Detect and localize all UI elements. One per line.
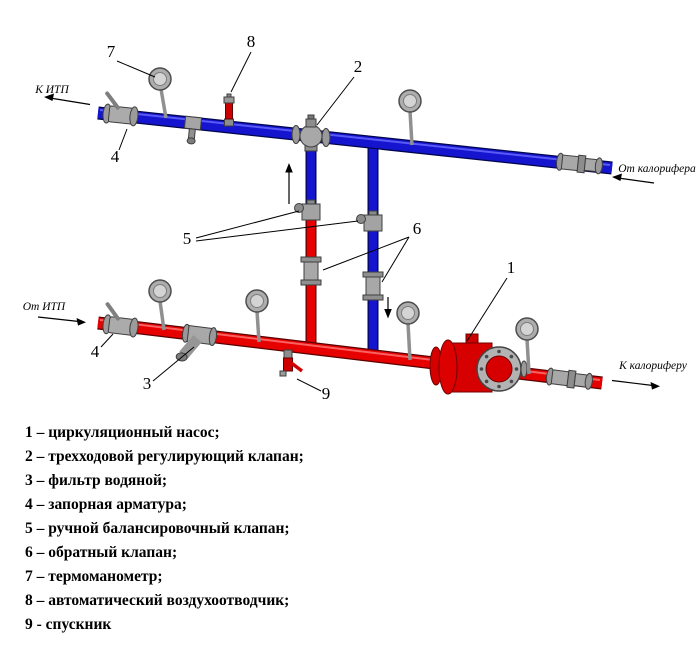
pipe-fitting — [183, 115, 203, 145]
callout-9: 9 — [322, 384, 331, 403]
callout-4-bottom: 4 — [91, 342, 100, 361]
leader-lines — [100, 51, 508, 392]
callout-1: 1 — [507, 258, 516, 277]
coupling-supply-right — [545, 367, 594, 391]
strainer-filter — [175, 323, 218, 362]
legend-item-3: 3 – фильтр водяной; — [25, 472, 168, 489]
legend-item-1: 1 – циркуляционный насос; — [25, 424, 220, 441]
callout-3: 3 — [143, 374, 152, 393]
flow-label-from-heater: От калорифера — [618, 163, 696, 175]
check-valve-right — [362, 271, 384, 301]
callout-8: 8 — [247, 32, 256, 51]
legend-item-7: 7 – термоманометр; — [25, 568, 163, 585]
thermomanometer-gauge-1 — [148, 67, 172, 91]
flow-label-to-itp: К ИТП — [34, 84, 69, 96]
thermomanometer-gauge-6 — [515, 317, 539, 341]
coupling-return-right — [555, 152, 604, 176]
three-way-valve — [291, 114, 331, 152]
thermomanometer-gauge-4 — [245, 289, 269, 313]
air-vent — [223, 93, 235, 127]
thermomanometer-gauge-3 — [148, 279, 172, 303]
thermomanometer-gauge-2 — [398, 89, 422, 113]
shutoff-valve-supply-left — [99, 301, 143, 340]
legend-item-8: 8 – автоматический воздухоотводчик; — [25, 592, 290, 609]
flow-label-from-itp: От ИТП — [23, 301, 66, 313]
shutoff-valve-return-left — [100, 91, 142, 129]
legend-item-2: 2 – трехходовой регулирующий клапан; — [25, 448, 304, 465]
legend-item-4: 4 – запорная арматура; — [25, 496, 187, 513]
piping-diagram: 7 8 2 4 5 6 1 4 3 9 К ИТП От калорифера … — [23, 32, 696, 403]
callout-7: 7 — [107, 42, 116, 61]
callout-2: 2 — [354, 57, 363, 76]
legend-item-9: 9 - спускник — [25, 616, 112, 633]
drain-valve — [279, 349, 304, 377]
gauge-stems — [158, 88, 531, 375]
circulation-pump — [429, 333, 528, 395]
return-pipe — [97, 106, 613, 175]
flow-label-to-heater: К калориферу — [618, 360, 688, 372]
thermomanometer-gauge-5 — [396, 301, 420, 325]
flow-arrows — [37, 93, 660, 390]
check-valve-left — [300, 256, 322, 286]
legend-item-6: 6 – обратный клапан; — [25, 544, 178, 561]
callout-5: 5 — [183, 229, 192, 248]
legend: 1 – циркуляционный насос; 2 – трехходово… — [25, 421, 675, 637]
legend-item-5: 5 – ручной балансировочный клапан; — [25, 520, 290, 537]
callout-4-top: 4 — [111, 147, 120, 166]
callout-6: 6 — [413, 219, 422, 238]
